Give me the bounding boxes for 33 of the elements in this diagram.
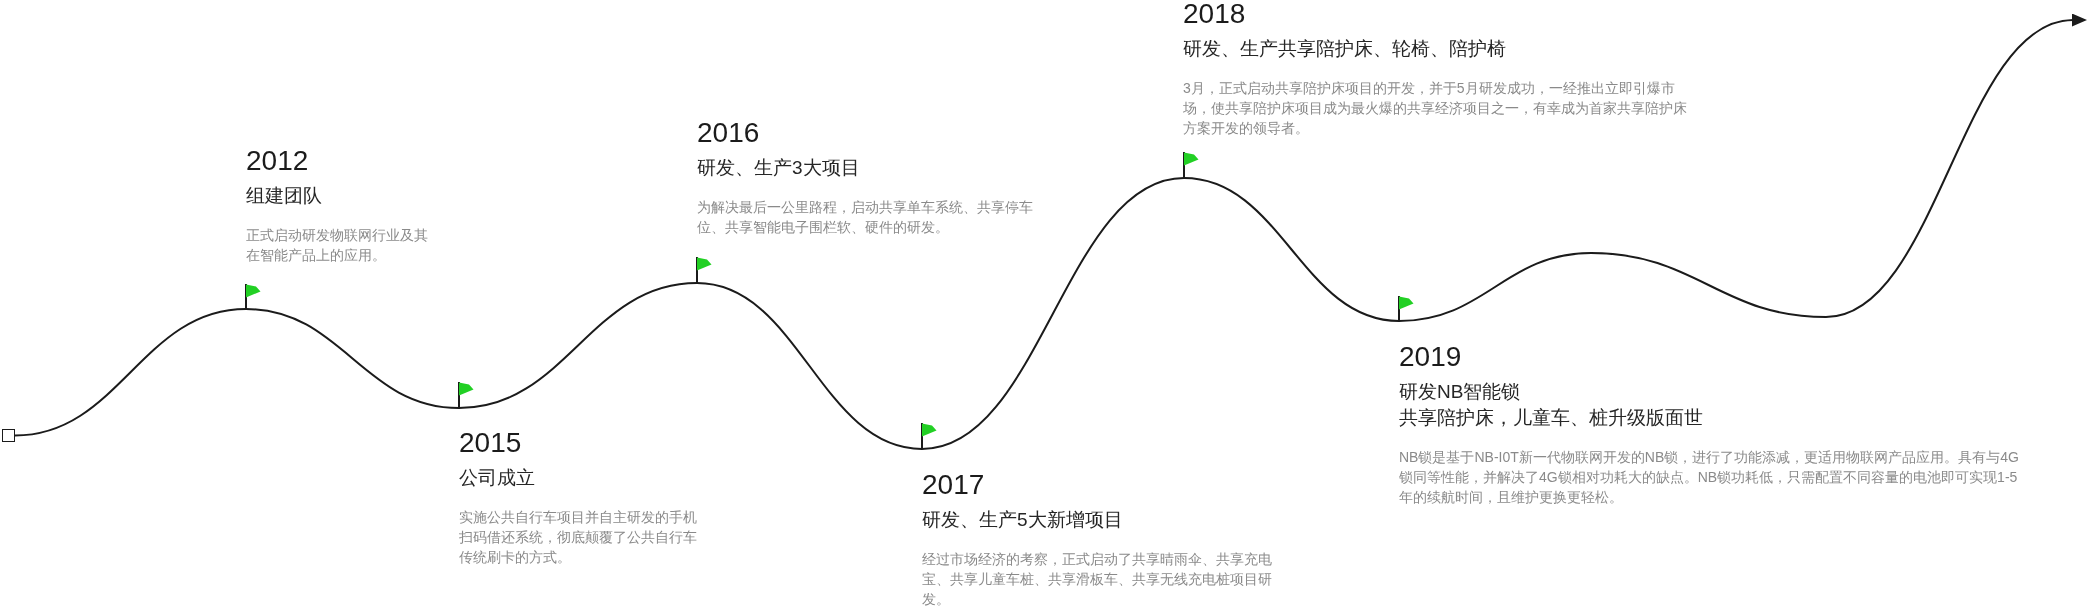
milestone-title: 研发NB智能锁 <box>1399 380 1521 404</box>
milestone-description: 3月，正式启动共享陪护床项目的开发，并于5月研发成功，一经推出立即引爆市场，使共享陪护床项目成为最火爆的共享经济项目之一，有幸成为首家共享陪护床方案开发的领导者。 <box>1183 79 1688 138</box>
milestone-title: 研发、生产共享陪护床、轮椅、陪护椅 <box>1183 37 1506 61</box>
curved-line <box>245 308 460 409</box>
milestone-title: 研发、生产5大新增项目 <box>922 508 1123 532</box>
year-heading: 2016 <box>697 119 760 147</box>
milestone-description: 经过市场经济的考察，正式启动了共享晴雨伞、共享充电宝、共享儿童车桩、共享滑板车、共享无线充电桩项目研发。 <box>922 550 1273 607</box>
milestone-title: 组建团队 <box>246 184 322 208</box>
flag-icon <box>458 382 474 408</box>
curved-arrow <box>1398 13 2087 322</box>
flag-icon <box>921 423 937 449</box>
curved-line <box>921 177 1185 450</box>
year-heading: 2017 <box>922 471 985 499</box>
flag-icon <box>245 284 261 309</box>
timeline-start-marker <box>2 429 15 442</box>
year-heading: 2015 <box>459 429 522 457</box>
milestone-description: 为解决最后一公里路程，启动共享单车系统、共享停车位、共享智能电子围栏软、硬件的研发。 <box>697 198 1034 237</box>
milestone-description: NB锁是基于NB-I0T新一代物联网开发的NB锁，进行了功能添减，更适用物联网产品应用。具有与4G锁同等性能，并解决了4G锁相对功耗大的缺点。NB锁功耗低，只需配置不同容量的电池即可实现1-5年的续航时间，且维护更换更轻松。 <box>1399 448 2020 507</box>
milestone-title: 研发、生产3大项目 <box>697 156 860 180</box>
curved-line <box>1183 177 1400 322</box>
flag-icon <box>1398 296 1414 321</box>
year-heading: 2012 <box>246 147 309 175</box>
milestone-description: 实施公共自行车项目并自主研发的手机扫码借还系统，彻底颠覆了公共自行车传统刷卡的方式。 <box>459 508 698 567</box>
flag-icon <box>1183 152 1199 178</box>
curved-line <box>458 282 698 409</box>
year-heading: 2019 <box>1399 343 1462 371</box>
flag-icon <box>696 257 712 283</box>
milestone-description: 正式启动研发物联网行业及其在智能产品上的应用。 <box>246 226 429 265</box>
year-heading: 2018 <box>1183 0 1246 28</box>
milestone-title: 公司成立 <box>459 466 535 490</box>
curved-line <box>14 308 247 437</box>
curved-line <box>696 282 923 450</box>
milestone-title: 共享陪护床，儿童车、桩升级版面世 <box>1399 406 1703 430</box>
